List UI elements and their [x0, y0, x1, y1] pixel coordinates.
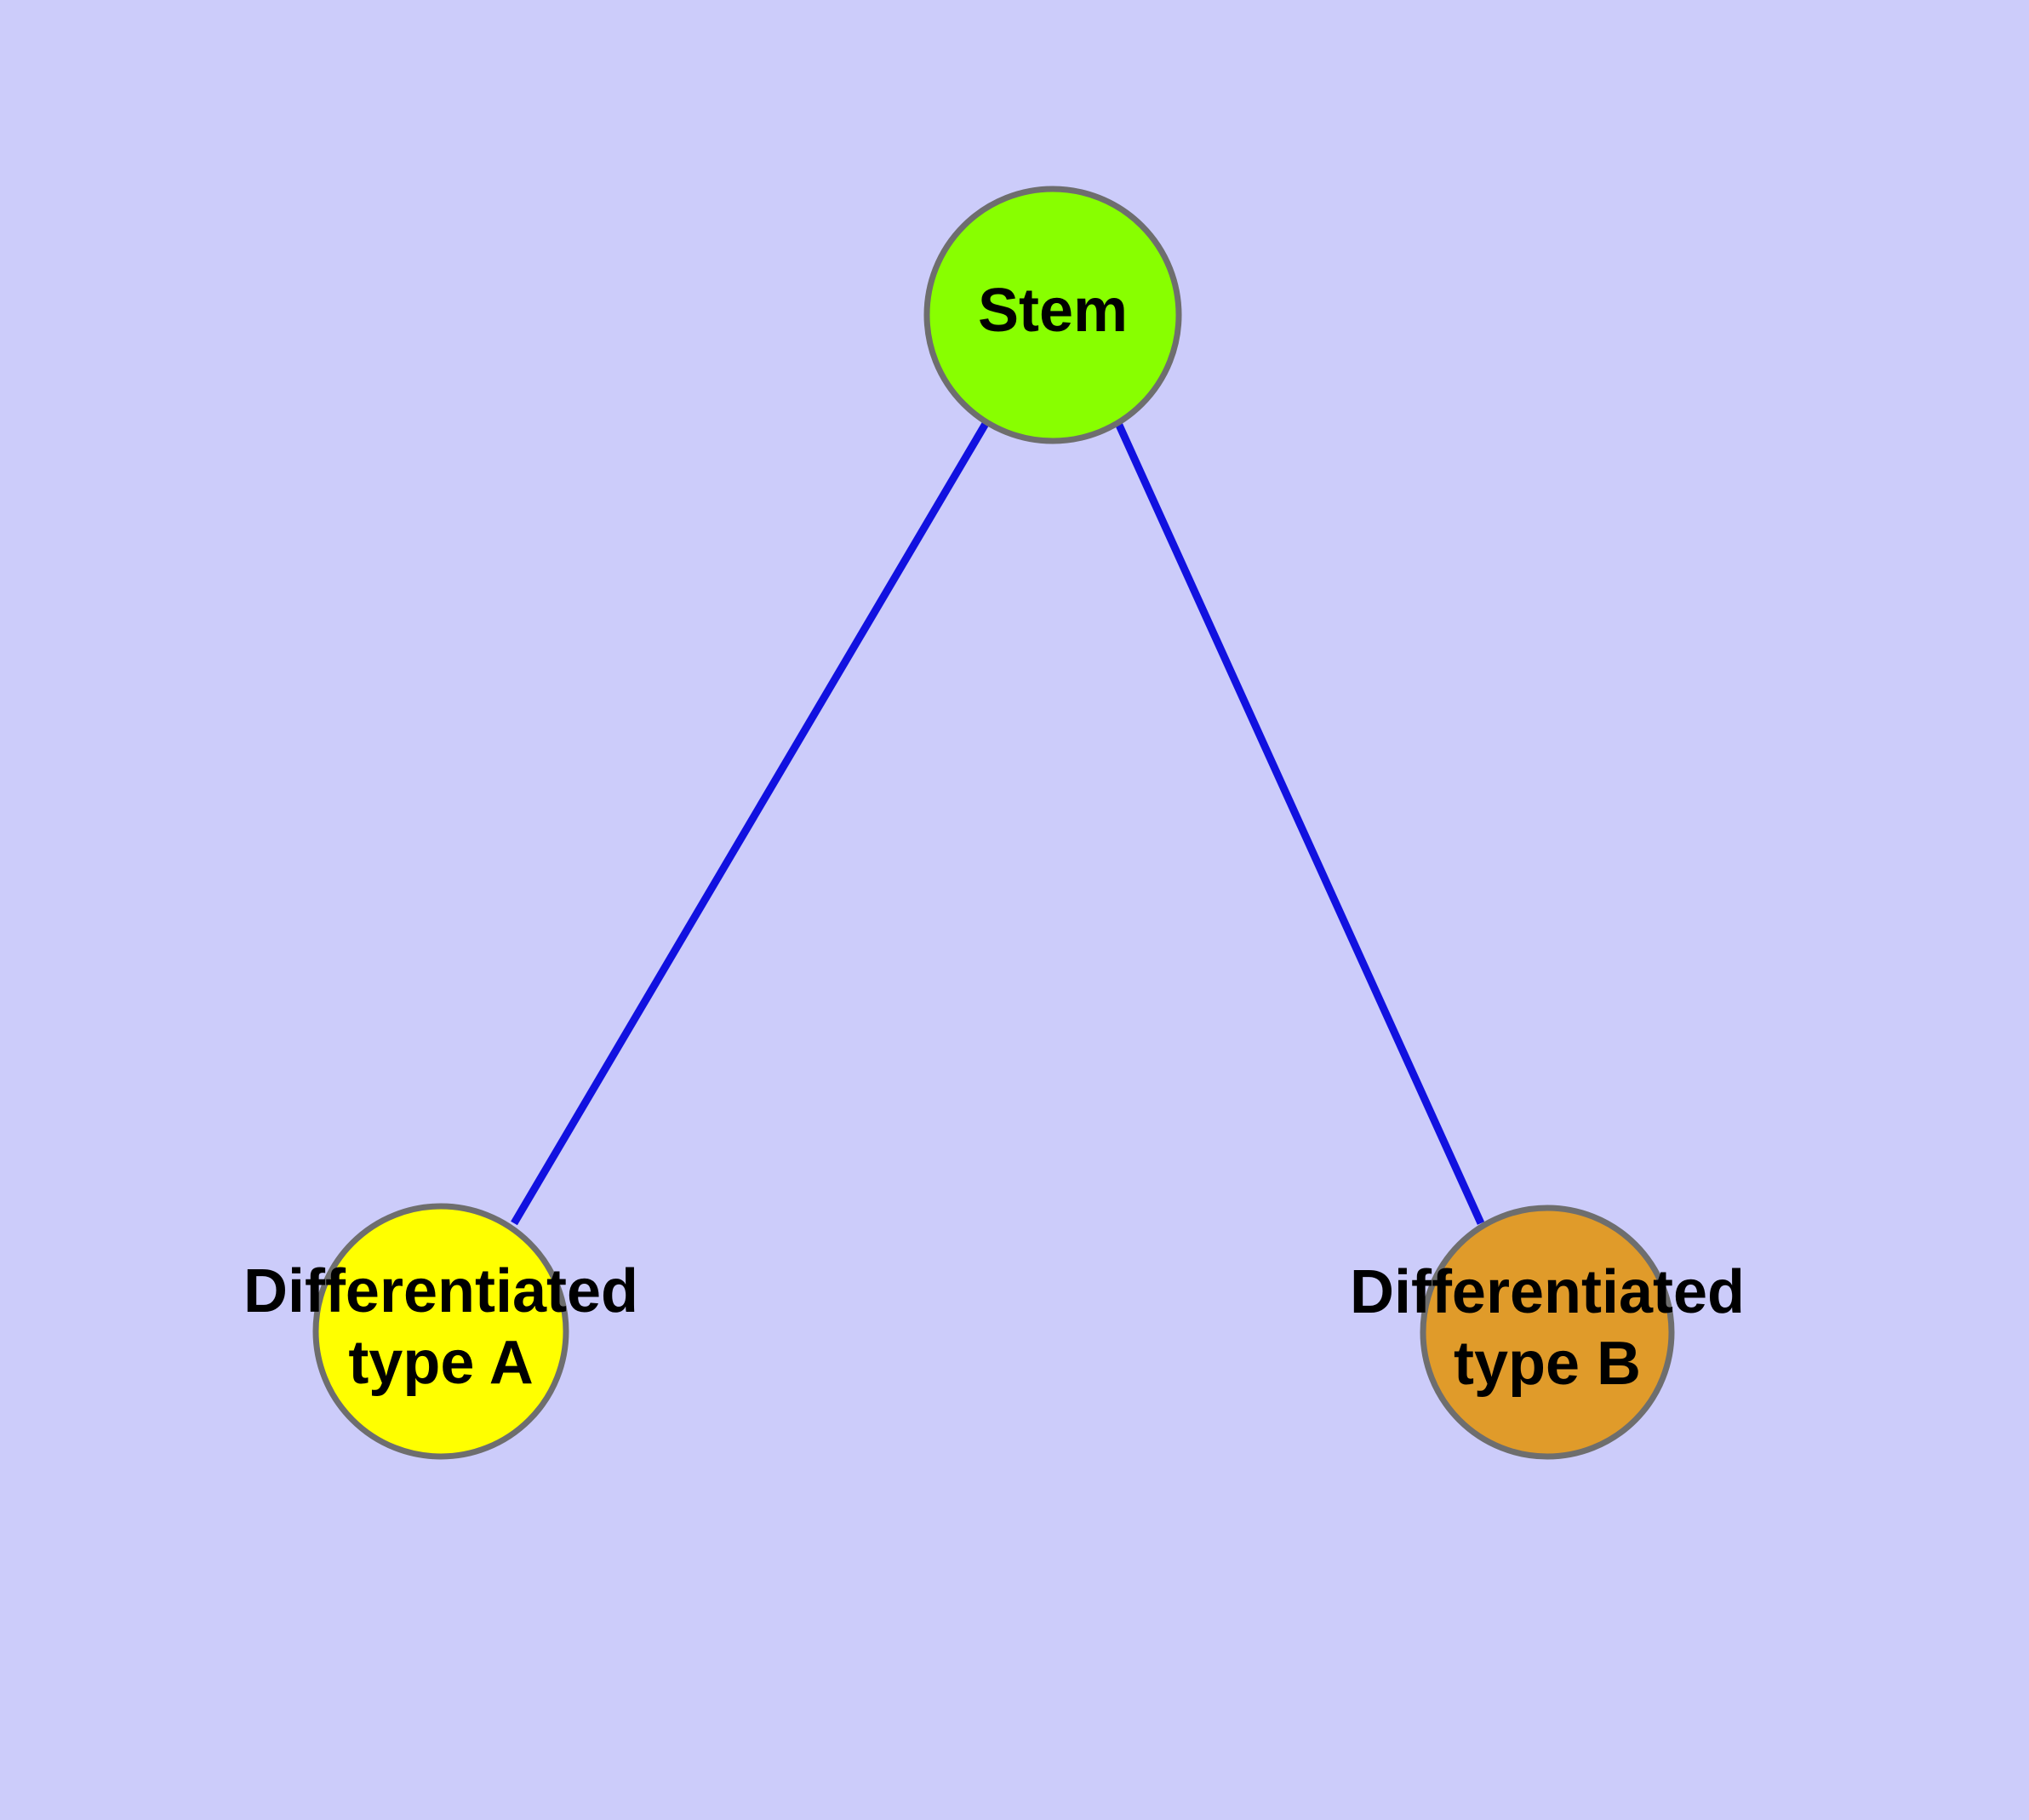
node-stem-circle[interactable] [923, 186, 1182, 444]
node-stem[interactable]: Stem [923, 186, 1182, 444]
edge-stem-to-type-a[interactable] [511, 420, 990, 1226]
edges-group [511, 420, 1485, 1226]
node-stem-label: Stem [978, 277, 1128, 345]
node-differentiated-type-a-circle[interactable] [312, 1203, 569, 1460]
edge-stem-to-type-b[interactable] [1113, 420, 1485, 1225]
node-differentiated-type-b-circle[interactable] [1420, 1205, 1675, 1460]
